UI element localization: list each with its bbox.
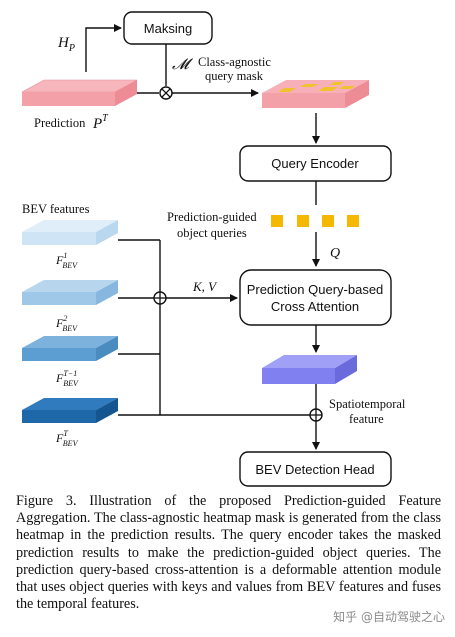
mask-block-3	[318, 87, 338, 91]
attention-label-line2: Cross Attention	[271, 299, 359, 314]
spatio-label-line2: feature	[349, 412, 384, 426]
hp-arrow	[85, 24, 122, 72]
pt-label: PT	[92, 113, 109, 132]
mask-label-line2: query mask	[205, 69, 264, 83]
hp-label: HP	[57, 35, 75, 54]
mask-blocks	[278, 82, 355, 92]
attention-label-line1: Prediction Query-based	[247, 282, 384, 297]
multiply-x-b	[161, 88, 171, 98]
prediction-map-front	[22, 92, 115, 106]
prediction-label: Prediction	[34, 116, 86, 130]
mask-map-front	[262, 93, 345, 108]
mask-map-side	[345, 80, 369, 108]
mask-block-1	[278, 88, 296, 92]
bev-layer-3	[22, 336, 118, 361]
kv-label: K, V	[192, 279, 218, 294]
query-encoder-label: Query Encoder	[271, 156, 359, 171]
bev-connectors	[118, 239, 310, 416]
bev-layer-4	[22, 398, 118, 423]
mask-block-4	[330, 82, 344, 85]
mask-symbol: 𝓜	[172, 57, 194, 73]
bev-layer-1	[22, 220, 118, 245]
mask-block-2	[300, 84, 318, 87]
query-square-1	[271, 215, 283, 227]
mask-block-5	[339, 86, 355, 89]
query-square-2	[297, 215, 309, 227]
detection-head-label: BEV Detection Head	[255, 462, 374, 477]
pt-superscript: T	[102, 113, 109, 124]
query-square-3	[322, 215, 334, 227]
hp-subscript: P	[68, 43, 75, 54]
feature-aggregation-diagram: HP Maksing 𝓜 Class-agnostic query mask P…	[21, 11, 406, 487]
q-label: Q	[330, 246, 340, 261]
bev-features-title: BEV features	[22, 202, 90, 216]
prediction-map-side	[115, 80, 137, 106]
masking-label: Maksing	[144, 21, 192, 36]
query-square-4	[347, 215, 359, 227]
watermark: 知乎 @自动驾驶之心	[333, 610, 445, 624]
spatiotemporal-feature-map	[262, 355, 357, 384]
bev-layer-2	[22, 280, 118, 305]
pgq-label-line1: Prediction-guided	[167, 210, 257, 224]
masking-box	[123, 11, 213, 45]
spatio-label-line1: Spatiotemporal	[329, 397, 406, 411]
detection-head-box	[239, 451, 392, 487]
mask-label-line1: Class-agnostic	[198, 55, 271, 69]
cross-attention-box	[239, 269, 392, 326]
figure-caption: Figure 3. Illustration of the proposed P…	[16, 493, 441, 613]
pgq-label-line2: object queries	[177, 226, 247, 240]
object-queries	[271, 215, 359, 227]
